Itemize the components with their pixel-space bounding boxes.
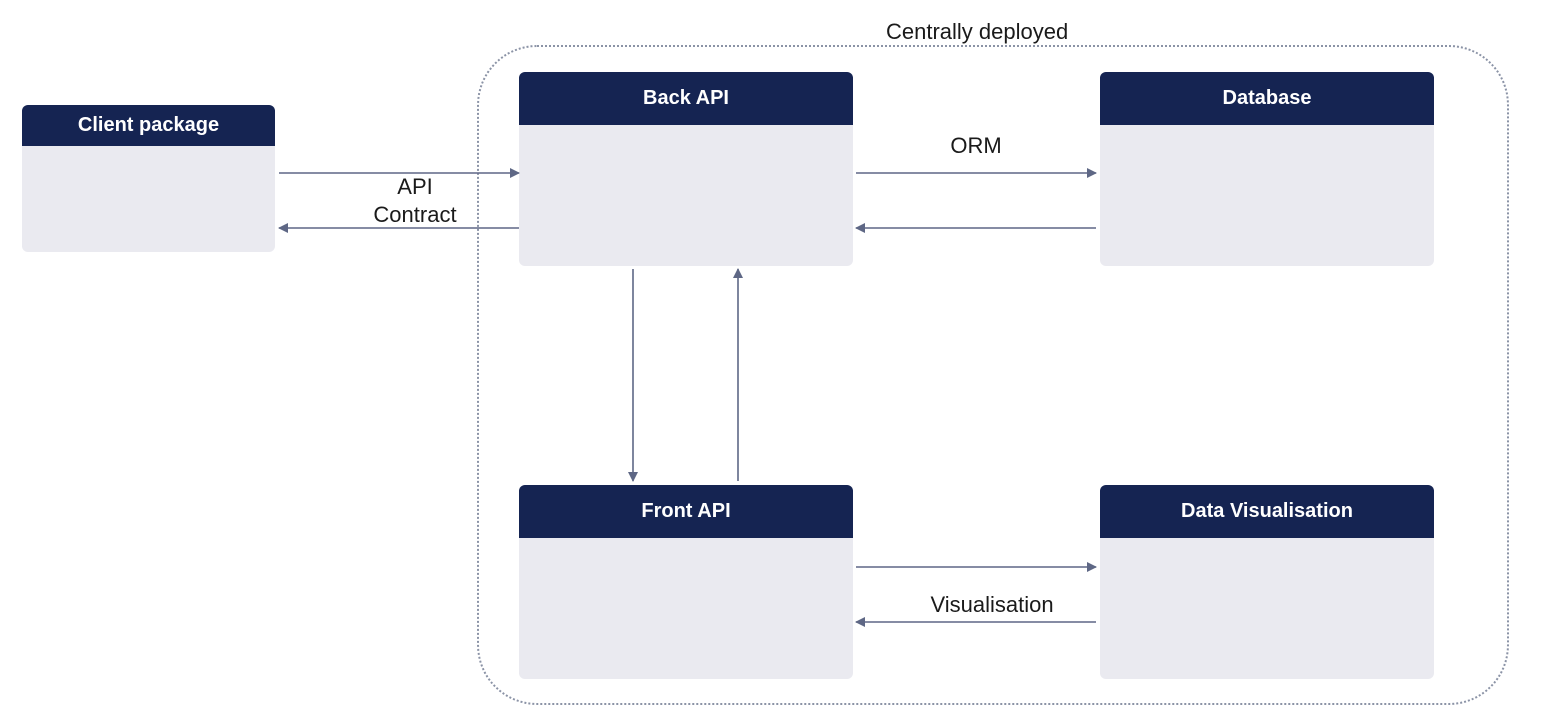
front-api-title: Front API [519, 485, 853, 538]
database-title: Database [1100, 72, 1434, 125]
back-api-title: Back API [519, 72, 853, 125]
front-api-node[interactable]: Front API [519, 485, 853, 679]
api-label-line1: API [397, 174, 433, 199]
client-package-title: Client package [22, 105, 275, 146]
database-node[interactable]: Database [1100, 72, 1434, 266]
data-visualisation-title: Data Visualisation [1100, 485, 1434, 538]
api-label-line2: Contract [373, 202, 457, 227]
orm-label: ORM [950, 133, 1002, 158]
back-api-node[interactable]: Back API [519, 72, 853, 266]
boundary-label: Centrally deployed [884, 19, 1071, 45]
visualisation-label: Visualisation [930, 592, 1054, 617]
data-visualisation-node[interactable]: Data Visualisation [1100, 485, 1434, 679]
centrally-deployed-boundary [477, 45, 1509, 705]
client-package-node[interactable]: Client package [22, 105, 275, 252]
